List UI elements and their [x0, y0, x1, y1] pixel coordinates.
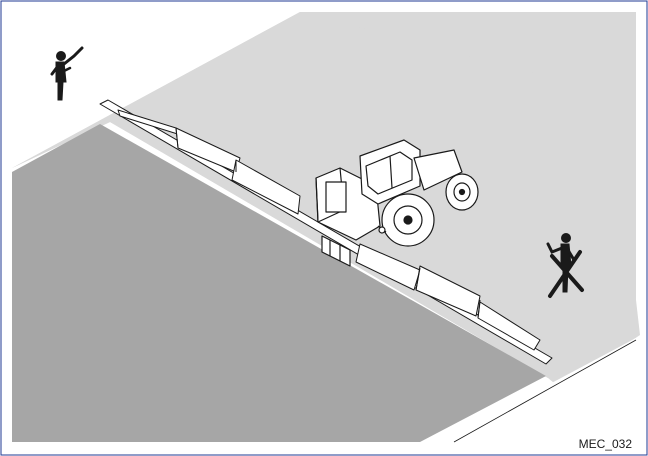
figure-code: MEC_032	[577, 436, 634, 452]
